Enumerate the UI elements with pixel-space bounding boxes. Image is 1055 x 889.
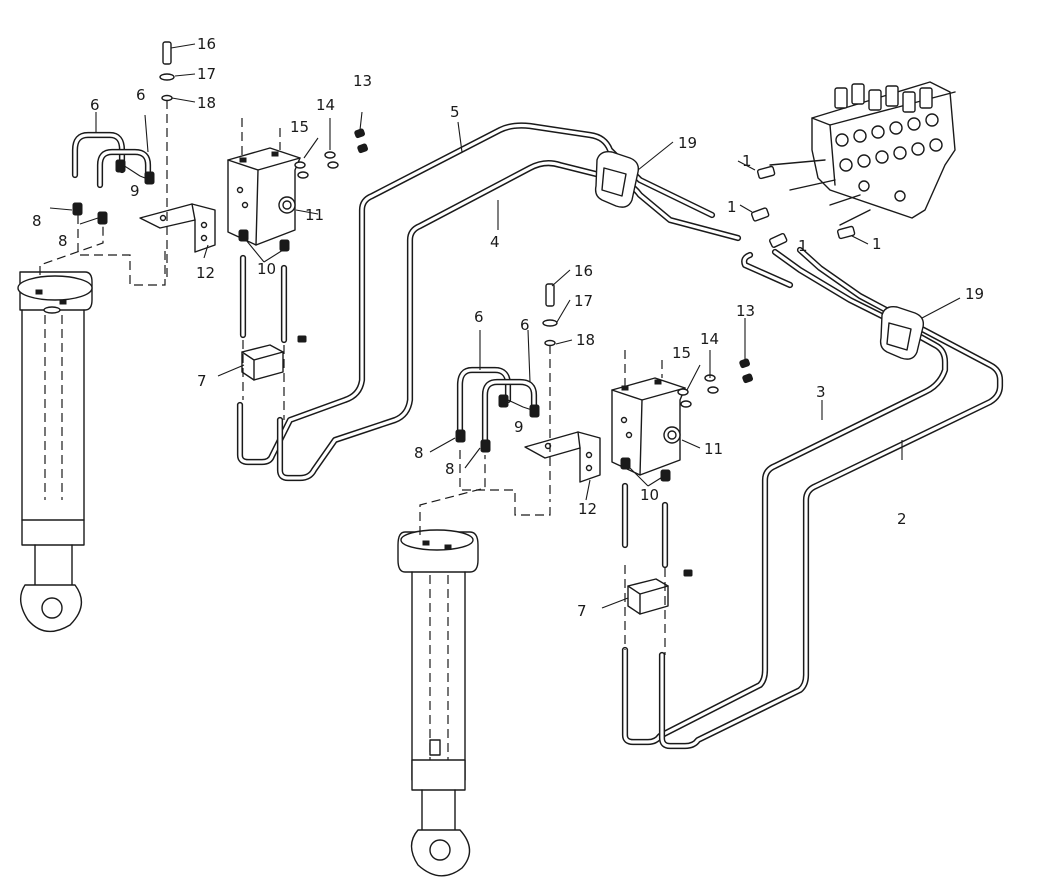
callout-9-right: 9 (514, 418, 524, 436)
callout-1-c: 1 (798, 237, 808, 255)
callout-1-d: 1 (872, 235, 882, 253)
hoses-6-left (71, 131, 152, 189)
fittings-8-9-left (72, 159, 155, 225)
callout-19-lower: 19 (965, 285, 984, 303)
callout-9-left: 9 (130, 182, 140, 200)
callout-6-right-a: 6 (474, 308, 484, 326)
dashed-lines-right (419, 350, 666, 655)
hoses-10-left (238, 229, 290, 344)
hoses-10-right (620, 457, 671, 569)
short-tubes-valve (741, 251, 794, 289)
callout-7-right: 7 (577, 602, 587, 620)
callout-10-right: 10 (640, 486, 659, 504)
callout-8-left-a: 8 (32, 212, 42, 230)
valve-bank-spools (834, 83, 933, 113)
fittings-13-14-15-left (294, 128, 369, 179)
callout-3: 3 (816, 383, 826, 401)
callout-8-right-a: 8 (414, 444, 424, 462)
callout-5: 5 (450, 103, 460, 121)
callout-15-right: 15 (672, 344, 691, 362)
valve-block-11-right (611, 377, 686, 476)
tube-3 (621, 248, 949, 746)
bracket-12-right (524, 431, 601, 483)
callout-6-left-a: 6 (90, 96, 100, 114)
callout-14-left: 14 (316, 96, 335, 114)
tube-clamp-19-lower (879, 305, 925, 360)
tube-clamp-19-upper (594, 150, 640, 208)
callout-2: 2 (897, 510, 907, 528)
hose-clamp-7-left (241, 335, 307, 381)
callout-17-left: 17 (197, 65, 216, 83)
callout-labels: 16 17 18 6 6 9 8 8 15 14 13 11 12 10 7 5… (32, 35, 984, 620)
callout-12-right: 12 (578, 500, 597, 518)
callout-1-b: 1 (727, 198, 737, 216)
callout-18-right: 18 (576, 331, 595, 349)
cylinder-left (17, 271, 93, 633)
callout-4: 4 (490, 233, 500, 251)
callout-16-right: 16 (574, 262, 593, 280)
tube-2 (658, 246, 1004, 750)
callout-10-left: 10 (257, 260, 276, 278)
callout-12-left: 12 (196, 264, 215, 282)
callout-11-right: 11 (704, 440, 723, 458)
bolt-stack-right (542, 283, 558, 500)
bolt-stack-left (159, 41, 175, 280)
valve-bank-ports (835, 113, 943, 202)
callout-7-left: 7 (197, 372, 207, 390)
hoses-6-right (456, 366, 538, 444)
callout-18-left: 18 (197, 94, 216, 112)
cylinder-right (397, 529, 479, 877)
control-valve-bank (769, 81, 956, 226)
callout-19-upper: 19 (678, 134, 697, 152)
callout-11-left: 11 (305, 206, 324, 224)
fittings-13-14-15-right (677, 358, 754, 408)
callout-6-right-b: 6 (520, 316, 530, 334)
bracket-12-left (139, 203, 216, 253)
valve-block-11-left (227, 147, 301, 246)
callout-13-left: 13 (353, 72, 372, 90)
adapter-fittings-1 (750, 165, 856, 248)
hose-clamp-7-right (627, 569, 693, 615)
callout-8-right-b: 8 (445, 460, 455, 478)
callout-1-a: 1 (742, 152, 752, 170)
callout-13-right: 13 (736, 302, 755, 320)
callout-8-left-b: 8 (58, 232, 68, 250)
fittings-8-9-right (455, 394, 540, 453)
callout-15-left: 15 (290, 118, 309, 136)
callout-17-right: 17 (574, 292, 593, 310)
callout-6-left-b: 6 (136, 86, 146, 104)
callout-14-right: 14 (700, 330, 719, 348)
tube-5 (236, 122, 716, 466)
callout-leaders (49, 43, 961, 609)
dashed-lines-left (39, 118, 285, 420)
callout-16-left: 16 (197, 35, 216, 53)
